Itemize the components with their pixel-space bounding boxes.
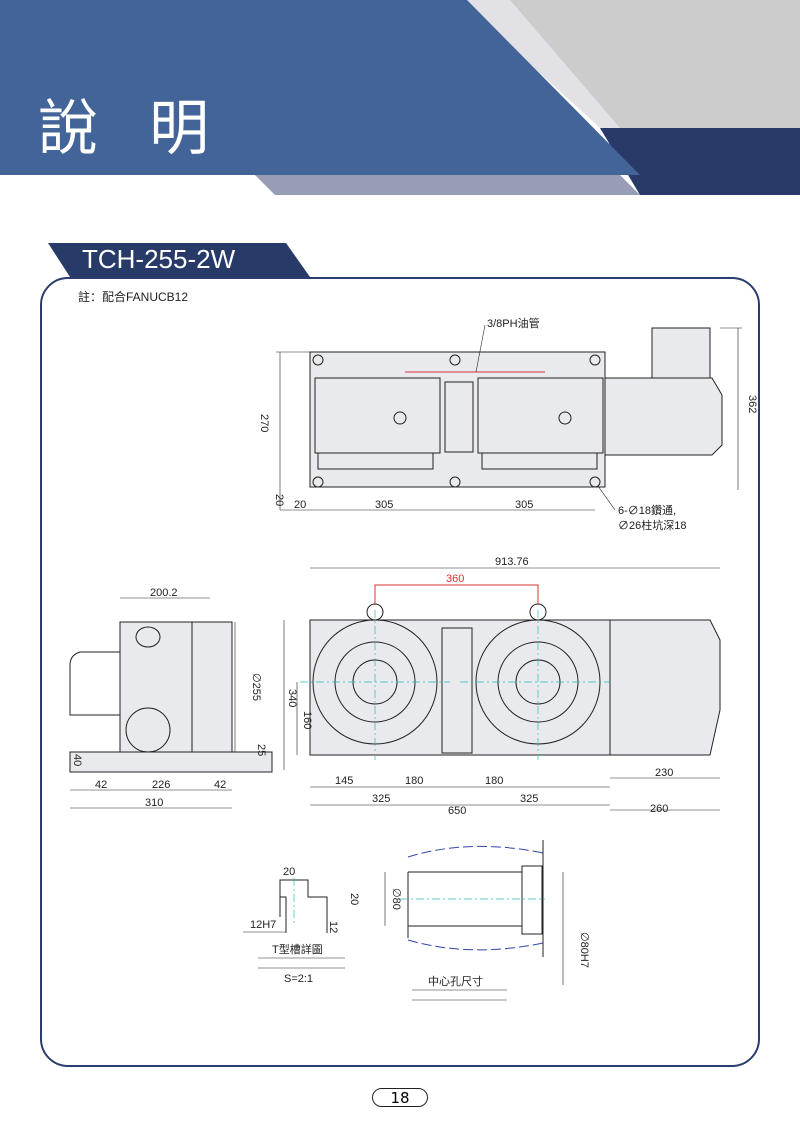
dim-325-a: 325 [372,793,390,805]
tslot-width: 20 [283,866,295,878]
tslot-slot: 12H7 [250,919,276,931]
dim-200-2: 200.2 [150,587,178,599]
front-view: 913.76 360 340 160 25 145 180 180 325 32… [255,556,721,817]
dim-25: 25 [255,744,267,756]
dim-305-b: 305 [515,499,533,511]
center-hole-detail: ∅80 ∅80H7 中心孔尺寸 [384,840,590,1001]
content-frame [40,277,760,1067]
dim-340: 340 [286,689,298,707]
model-tag-bg [48,243,310,277]
dim-20-base: 20 [273,494,285,506]
hole-note-2: ∅26柱坑深18 [618,518,686,532]
dim-362: 362 [746,395,758,413]
page-number: 18 [372,1088,428,1107]
model-name: TCH-255-2W [82,244,236,274]
dim-145: 145 [335,775,353,787]
center-hole-caption: 中心孔尺寸 [428,974,483,988]
dim-20-left: 20 [294,499,306,511]
dim-180-b: 180 [485,775,503,787]
dim-226: 226 [152,779,170,791]
hole-note-1: 6-∅18鑽通, [618,503,676,517]
dim-360: 360 [446,573,464,585]
top-view: 3/8PH油管 270 362 20 20 305 305 6-∅18鑽通, ∅… [258,316,758,532]
dim-305-a: 305 [375,499,393,511]
dim-325-b: 325 [520,793,538,805]
center-hole-dia: ∅80 [390,888,402,910]
side-view: 200.2 ∅255 40 42 226 42 310 [69,587,273,809]
tslot-height: 20 [348,893,360,905]
dim-230: 230 [655,767,673,779]
header-banner [0,0,800,195]
dim-42-right: 42 [214,779,226,791]
dim-270: 270 [258,414,270,432]
tslot-caption: T型槽詳圖 [272,942,323,956]
dim-913-76: 913.76 [495,556,529,568]
tslot-depth: 12 [327,921,339,933]
page-title: 說 明 [38,94,226,164]
dim-dia-255: ∅255 [250,673,262,701]
dim-180-a: 180 [405,775,423,787]
dim-310: 310 [145,797,163,809]
t-slot-detail: 20 20 12H7 12 T型槽詳圖 S=2:1 [243,866,360,985]
note-text: 註：配合FANUCB12 [78,290,189,304]
dim-42-left: 42 [95,779,107,791]
dim-260: 260 [650,803,668,815]
oil-pipe-label: 3/8PH油管 [487,316,540,330]
dim-160: 160 [301,711,313,729]
tslot-scale: S=2:1 [284,973,313,985]
dim-650: 650 [448,805,466,817]
center-hole-dia-h7: ∅80H7 [578,932,590,968]
dim-40: 40 [71,754,83,766]
